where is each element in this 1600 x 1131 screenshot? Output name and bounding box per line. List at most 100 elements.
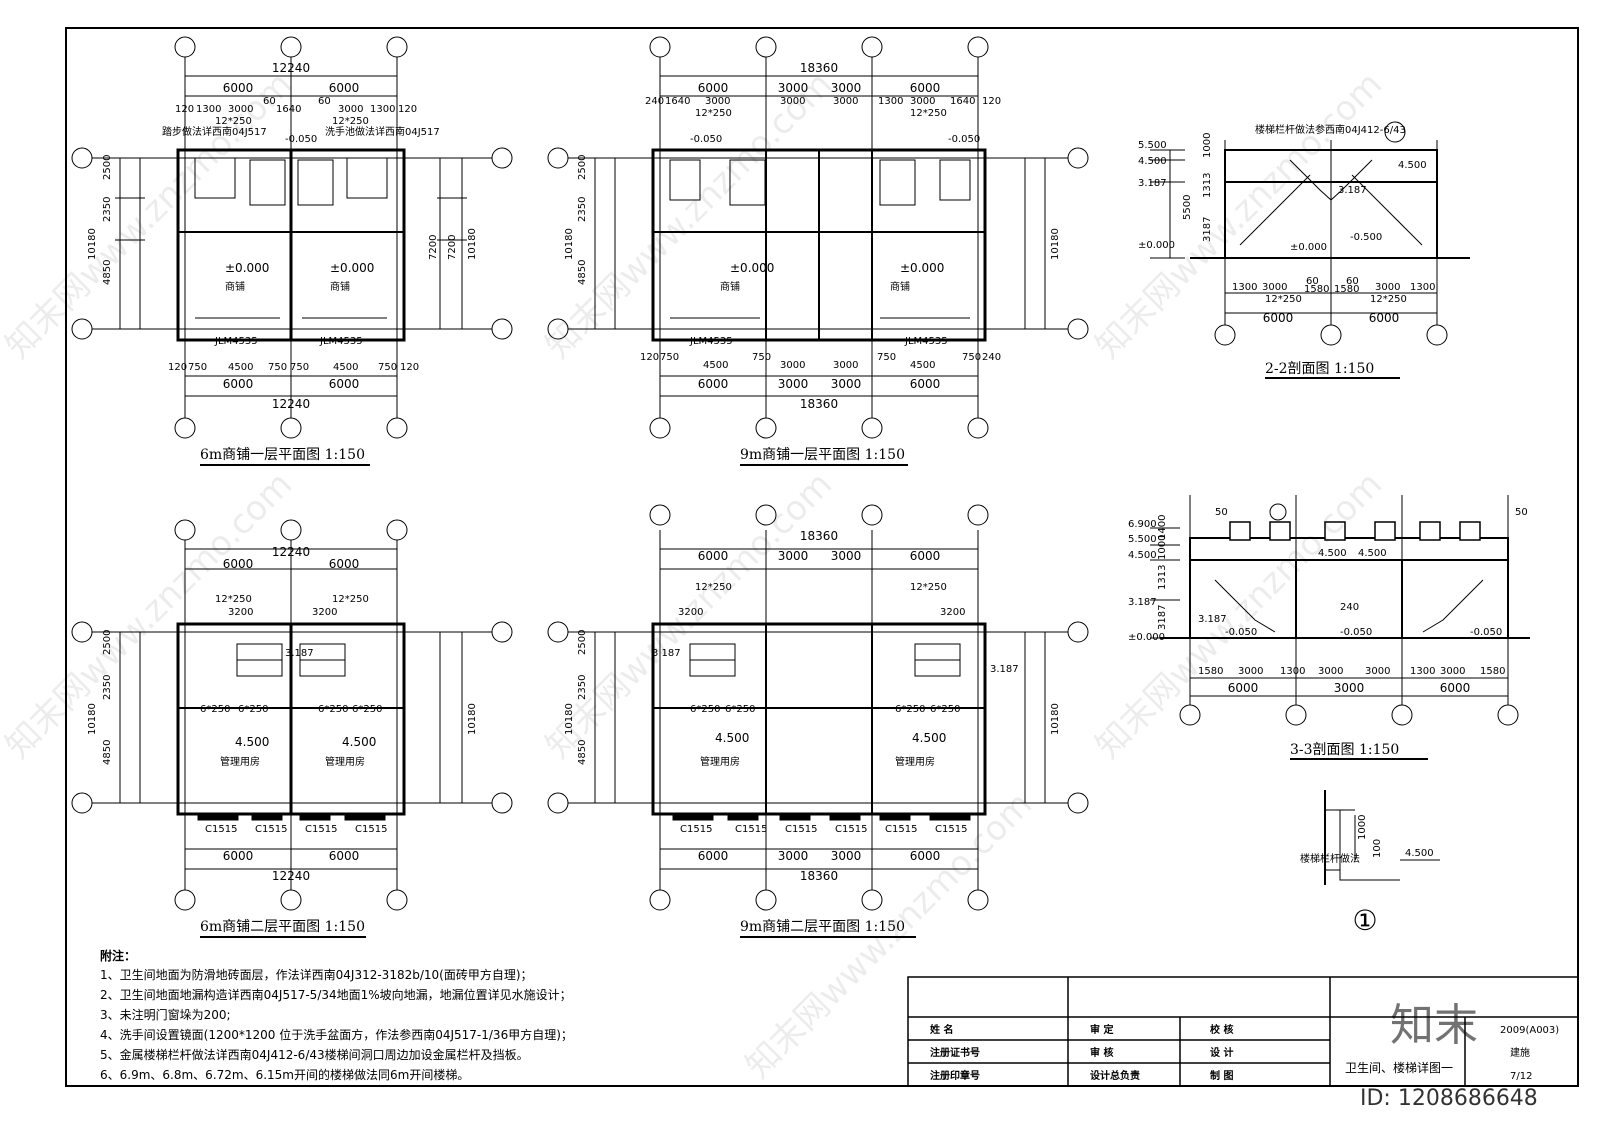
dim-row: 2500 bbox=[102, 630, 113, 655]
stair-note: 12*250 bbox=[910, 582, 947, 593]
mark: -0.500 bbox=[1350, 232, 1382, 243]
watermark-id: ID: 1208686648 bbox=[1360, 1086, 1538, 1111]
dim-bot: 4500 bbox=[333, 362, 358, 373]
dim-bay: 6000 bbox=[1440, 681, 1471, 695]
dim-bot: 3000 bbox=[780, 360, 805, 371]
level-mark: 3.187 bbox=[652, 648, 681, 659]
dim-bot: 3000 bbox=[1262, 282, 1287, 293]
mark: 3.187 bbox=[1338, 185, 1367, 196]
dim-bay-bot: 6000 bbox=[329, 849, 360, 863]
level: 5.500 bbox=[1138, 140, 1167, 151]
note-item: 6、6.9m、6.8m、6.72m、6.15m开间的楼梯做法同6m开间楼梯。 bbox=[100, 1067, 469, 1082]
tb-label: 制 图 bbox=[1210, 1069, 1233, 1082]
dim: 5500 bbox=[1182, 195, 1193, 220]
level: 3.187 bbox=[1138, 178, 1167, 189]
note-item: 4、洗手间设置镜面(1200*1200 位于洗手盆面方，作法参西南04J517-… bbox=[100, 1027, 573, 1042]
dim-3200: 3200 bbox=[678, 607, 703, 618]
dim-total-bot: 18360 bbox=[800, 397, 838, 411]
win-code: C1515 bbox=[935, 824, 967, 835]
level-mark: 3.187 bbox=[990, 664, 1019, 675]
dim-depth: 10180 bbox=[1050, 228, 1061, 260]
dim-bot: 120 bbox=[400, 362, 419, 373]
dim-bot: 3000 bbox=[833, 360, 858, 371]
dim: 1313 bbox=[1157, 565, 1168, 590]
stair-note: 6*250 bbox=[318, 704, 348, 715]
room-label: 管理用房 bbox=[325, 755, 365, 768]
dim-row: 4850 bbox=[577, 740, 588, 765]
tb-drawing-name: 卫生间、楼梯详图一 bbox=[1345, 1060, 1453, 1075]
note-sink: 洗手池做法详西南04J517 bbox=[325, 125, 440, 138]
watermark-brand: 知末 bbox=[1390, 1000, 1478, 1051]
room-label: 商铺 bbox=[225, 280, 245, 293]
watermark-text: 知末网www.znzmo.com bbox=[0, 464, 300, 766]
section-title: 3-3剖面图 1:150 bbox=[1290, 742, 1399, 758]
sheet-border bbox=[65, 27, 1579, 1087]
dim-row: 4850 bbox=[102, 260, 113, 285]
section-2-2: 5.500 4.500 3.187 ±0.000 1000 1313 5500 … bbox=[1138, 121, 1470, 379]
dim-bay: 6000 bbox=[698, 549, 729, 563]
dim-row: 2350 bbox=[102, 675, 113, 700]
mark: 50 bbox=[1215, 507, 1228, 518]
dim-seg: 3000 bbox=[833, 96, 858, 107]
stair-note: 6*250 bbox=[690, 704, 720, 715]
room-label: 管理用房 bbox=[895, 755, 935, 768]
level: 5.500 bbox=[1128, 534, 1157, 545]
plan-6m-floor-2: 12240 6000 6000 12*250 12*250 3200 3200 … bbox=[71, 519, 513, 938]
dim-bot: 750 bbox=[660, 352, 679, 363]
watermark-text: 知末网www.znzmo.com bbox=[0, 64, 300, 366]
tb-label: 校 核 bbox=[1210, 1023, 1233, 1036]
dim-bay: 3000 bbox=[1334, 681, 1365, 695]
dim-bot: 3000 bbox=[1365, 666, 1390, 677]
stair-note: 12*250 bbox=[332, 116, 369, 127]
dim-seg: 60 bbox=[318, 96, 331, 107]
dim-seg: 3000 bbox=[338, 104, 363, 115]
note: 楼梯栏杆做法参西南04J412-6/43 bbox=[1255, 123, 1406, 136]
mark: -0.050 bbox=[1340, 627, 1372, 638]
tb-label: 注册印章号 bbox=[930, 1069, 980, 1082]
dim-seg: 1300 bbox=[370, 104, 395, 115]
mark: 3.187 bbox=[1198, 614, 1227, 625]
dim-total-bot: 18360 bbox=[800, 869, 838, 883]
dim-bot: 750 bbox=[752, 352, 771, 363]
plan-9m-floor-1: 18360 6000 3000 3000 6000 240 1640 3000 … bbox=[547, 36, 1089, 466]
dim-bay: 3000 bbox=[831, 81, 862, 95]
level: 3.187 bbox=[1128, 597, 1157, 608]
notes-heading: 附注： bbox=[100, 948, 136, 963]
dim-bot: 4500 bbox=[228, 362, 253, 373]
dim-3200: 3200 bbox=[312, 607, 337, 618]
dim-total-bot: 12240 bbox=[272, 397, 310, 411]
room-label: 商铺 bbox=[330, 280, 350, 293]
tb-label: 设计总负责 bbox=[1090, 1069, 1140, 1082]
note-step: 踏步做法详西南04J517 bbox=[162, 125, 267, 138]
room-label: 商铺 bbox=[720, 280, 740, 293]
stair-note: 12*250 bbox=[215, 594, 252, 605]
note-item: 3、未注明门窗垛为200; bbox=[100, 1007, 231, 1022]
note-item: 5、金属楼梯栏杆做法详西南04J412-6/43楼梯间洞口周边加设金属栏杆及挡板… bbox=[100, 1047, 529, 1062]
watermark-text: 知末网www.znzmo.com bbox=[1088, 464, 1390, 766]
dim-bay: 6000 bbox=[329, 557, 360, 571]
elev-mark: 4.500 bbox=[912, 731, 946, 745]
dim-bot: 1580 bbox=[1480, 666, 1505, 677]
dim-bot: 120 bbox=[640, 352, 659, 363]
detail-note: 楼梯栏杆做法 bbox=[1300, 852, 1360, 865]
dim-bay-bot: 3000 bbox=[831, 377, 862, 391]
detail-elev: 4.500 bbox=[1405, 848, 1434, 859]
elev-mark: ±0.000 bbox=[330, 261, 374, 275]
tb-label: 审 核 bbox=[1090, 1046, 1113, 1059]
mark: -0.050 bbox=[1470, 627, 1502, 638]
tb-label: 设 计 bbox=[1210, 1046, 1233, 1059]
stair-note: 12*250 bbox=[332, 594, 369, 605]
dim-bay: 6000 bbox=[223, 557, 254, 571]
dim-seg: 3000 bbox=[705, 96, 730, 107]
tb-label: 姓 名 bbox=[929, 1023, 953, 1036]
dim: 1000 bbox=[1202, 133, 1213, 158]
dim-bay-bot: 6000 bbox=[698, 849, 729, 863]
section-title: 2-2剖面图 1:150 bbox=[1265, 361, 1374, 377]
dim-bot: 750 bbox=[877, 352, 896, 363]
dim-bot: 60 bbox=[1306, 276, 1319, 287]
dim-bot: 1580 bbox=[1198, 666, 1223, 677]
door-code: JLM4535 bbox=[214, 336, 258, 347]
dim-bot: 3000 bbox=[1318, 666, 1343, 677]
stair-note: 6*250 bbox=[238, 704, 268, 715]
